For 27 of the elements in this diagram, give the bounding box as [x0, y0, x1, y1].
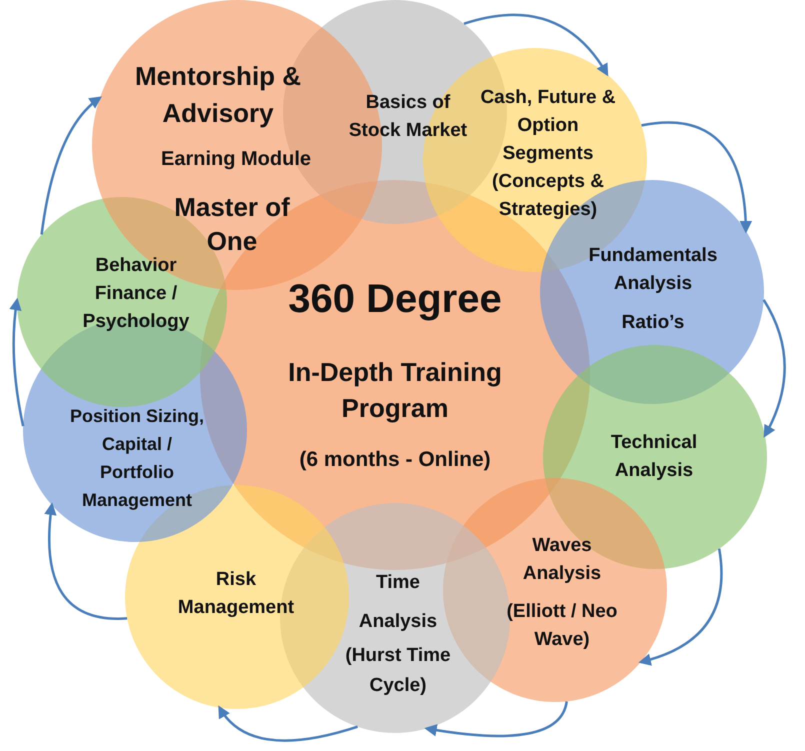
- topic-label: Position Sizing, Capital / Portfolio Management: [69, 405, 205, 512]
- topic-label: Mentorship & Advisory: [134, 60, 302, 130]
- topic-label: Time Analysis: [358, 571, 438, 634]
- curved-arrow: [464, 14, 608, 76]
- topic-label: Cash, Future & Option Segments (Concepts & Strategies): [479, 86, 617, 222]
- curved-arrow: [218, 706, 358, 742]
- curved-arrow: [40, 96, 102, 235]
- curved-arrow: [638, 548, 723, 666]
- topic-label: Fundamentals Analysis: [588, 244, 718, 296]
- topic-sublabel: (6 months - Online): [298, 447, 492, 473]
- topic-sublabel: Earning Module: [160, 147, 312, 172]
- topic-label: Behavior Finance / Psychology: [82, 254, 190, 334]
- topic-label: Waves Analysis: [522, 534, 602, 586]
- curved-arrow: [424, 701, 568, 738]
- topic-label: Basics of Stock Market: [348, 91, 468, 143]
- topic-sublabel: (Hurst Time Cycle): [344, 644, 452, 698]
- title-text: 360 Degree: [287, 276, 503, 322]
- topic-sublabel: Master of One: [173, 191, 291, 257]
- curved-arrow: [762, 299, 786, 438]
- curved-arrow: [641, 121, 752, 234]
- curved-arrow: [9, 298, 24, 426]
- topic-sublabel: (Elliott / Neo Wave): [506, 600, 618, 652]
- topic-label: Risk Management: [176, 568, 296, 620]
- topic-sublabel: In-Depth Training Program: [287, 356, 503, 425]
- curved-arrow: [44, 502, 128, 620]
- topic-label: Technical Analysis: [610, 431, 698, 483]
- topic-sublabel: Ratio’s: [620, 311, 686, 335]
